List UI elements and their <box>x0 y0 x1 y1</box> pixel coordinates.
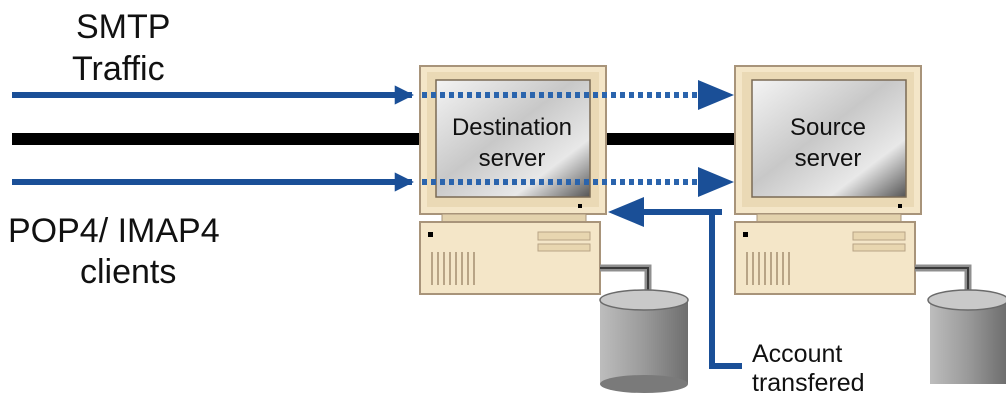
smtp-label-line1: SMTP <box>76 8 170 46</box>
account-label-line2: transfered <box>752 369 865 397</box>
account-transfer-arrowhead <box>608 197 644 227</box>
source-label-line1: Source <box>790 114 866 141</box>
source-server: Source server <box>734 65 922 295</box>
pop-imap-label-line1: POP4/ IMAP4 <box>8 212 220 250</box>
source-screen <box>751 79 907 198</box>
source-disk <box>927 289 1006 384</box>
destination-disk <box>599 289 689 393</box>
smtp-proxy-arrowhead <box>698 80 734 110</box>
pop-imap-label-line2: clients <box>80 253 176 291</box>
source-label-line2: server <box>795 145 862 172</box>
destination-label-line1: Destination <box>452 114 572 141</box>
destination-server: Destination server <box>419 65 607 295</box>
destination-screen <box>435 79 591 198</box>
pop-proxy-arrowhead <box>698 167 734 197</box>
destination-label-line2: server <box>479 145 546 172</box>
account-transfer-arrow <box>709 209 742 369</box>
account-label-line1: Account <box>752 340 842 368</box>
smtp-label-line2: Traffic <box>72 50 165 88</box>
